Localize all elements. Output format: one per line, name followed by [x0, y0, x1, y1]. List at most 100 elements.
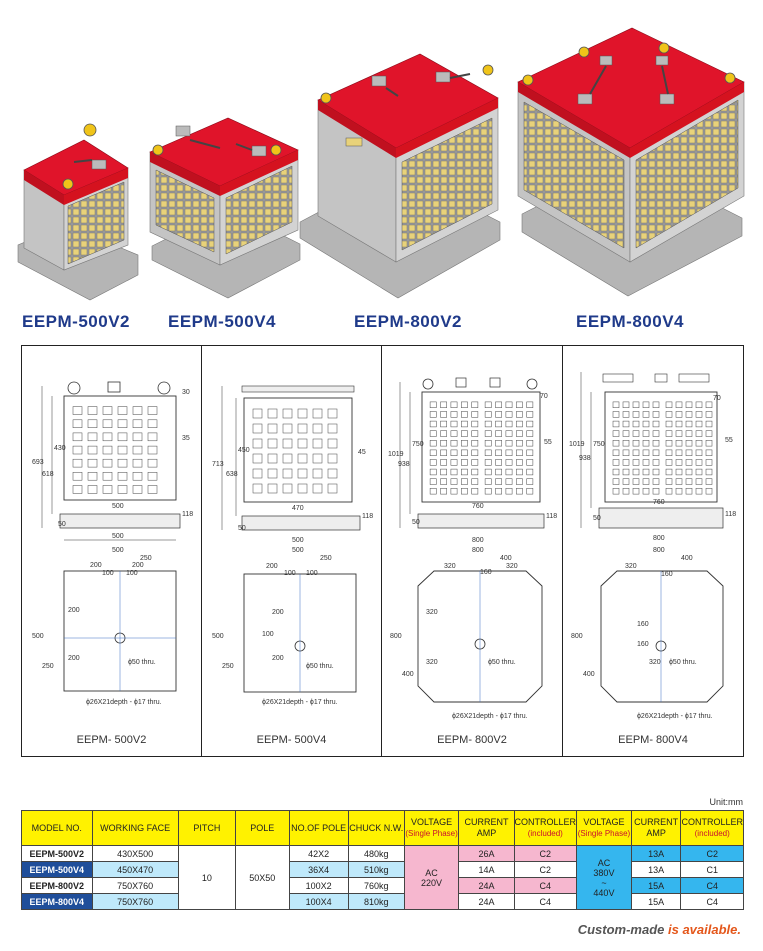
dim-text: 320 — [426, 609, 438, 616]
pole-square — [665, 459, 673, 466]
voltage-2-line: AC — [597, 857, 611, 868]
pole-square — [72, 419, 83, 428]
pole-square — [526, 420, 534, 428]
pole-square — [72, 458, 83, 468]
pole-square — [495, 478, 502, 485]
dim-text: 50 — [238, 525, 246, 532]
pole-square — [695, 478, 703, 485]
pole-square — [297, 483, 308, 494]
header-single-phase: (Single Phase) — [405, 829, 458, 838]
dim-text: 200 — [272, 609, 284, 616]
pole-square — [695, 449, 703, 456]
dim-text: 430 — [54, 445, 66, 452]
pole-square — [632, 488, 640, 495]
pole-square — [471, 440, 479, 447]
pole-square — [297, 423, 308, 434]
pole-square — [505, 468, 513, 476]
dim-text: 750 — [412, 441, 424, 448]
header-controller-2-label: CONTROLLER — [681, 817, 743, 827]
dim-text: 938 — [579, 455, 591, 462]
pole-square — [505, 420, 513, 428]
pole-square — [675, 420, 683, 428]
dim-text: 250 — [320, 555, 332, 562]
pole-square — [505, 488, 513, 495]
tap-note: ϕ26X21depth - ϕ17 thru. — [452, 713, 528, 720]
pole-square — [87, 406, 98, 415]
pole-square — [665, 449, 673, 456]
pole-square — [652, 468, 660, 476]
pole-square — [282, 438, 293, 449]
table-row: EEPM-800V2 750X760 100X2 760kg 24A C4 15… — [21, 877, 744, 894]
pole-square — [665, 478, 673, 485]
dim-text: 800 — [653, 547, 665, 554]
pole-square — [132, 406, 143, 415]
pole-square — [461, 411, 468, 418]
drawing-panel-4: 1019 938 750 70 55 760 118 50 800 800 40… — [563, 346, 743, 756]
pole-square — [484, 411, 492, 418]
pole-square — [102, 458, 113, 468]
technical-drawings: 30 693 618 430 35 500 118 50 500 500 250… — [21, 345, 744, 757]
pole-square — [705, 401, 713, 408]
pole-square — [622, 468, 630, 476]
ctrl-2-cell: C4 — [680, 877, 744, 894]
product-title-2: EEPM-500V4 — [168, 312, 276, 331]
pole-square — [450, 478, 458, 485]
dim-text: 100 — [126, 570, 138, 577]
pole-square — [72, 472, 83, 481]
pole-square — [695, 488, 703, 495]
dim-text: 100 — [284, 570, 296, 577]
tap-note: ϕ26X21depth - ϕ17 thru. — [86, 699, 162, 706]
hole-note: ϕ50 thru. — [488, 659, 516, 666]
pole-square — [516, 420, 523, 428]
table-row: EEPM-500V2 430X500 10 50X50 42X2 480kg A… — [21, 845, 744, 910]
pole-square — [117, 445, 128, 455]
ctrl-2-cell: C4 — [680, 893, 744, 910]
pole-square — [705, 449, 713, 456]
pole-square — [665, 430, 673, 437]
pole-square — [147, 485, 158, 494]
pole-square — [484, 478, 492, 485]
pole-square — [526, 459, 534, 466]
drawing-caption-4: EEPM- 800V4 — [618, 734, 688, 746]
header-working-face: WORKING FACE — [91, 810, 179, 846]
pole-square — [484, 459, 492, 466]
pole-square — [252, 423, 263, 434]
drawing-caption-1: EEPM- 500V2 — [76, 734, 147, 746]
header-pitch: PITCH — [177, 810, 236, 846]
pole-square — [267, 468, 278, 479]
pole-square — [695, 411, 703, 418]
product-eepm-800v4 — [517, 27, 745, 297]
dim-text: 800 — [571, 633, 583, 640]
amp-1-cell: 24A — [458, 893, 515, 910]
dim-text: 100 — [306, 570, 318, 577]
pole-square — [685, 488, 693, 495]
pole-square — [665, 401, 673, 408]
pole-square — [450, 459, 458, 466]
header-no-of-pole: NO.OF POLE — [288, 810, 349, 846]
dim-text: 750 — [593, 441, 605, 448]
amp-2-cell: 15A — [630, 877, 682, 894]
pole-square — [132, 485, 143, 494]
dim-text: 200 — [266, 563, 278, 570]
dim-text: 118 — [546, 513, 557, 520]
dim-text: 800 — [390, 633, 402, 640]
pole-square — [282, 453, 293, 464]
model-cell: EEPM-800V4 — [21, 893, 93, 910]
pole-square — [622, 420, 630, 428]
header-current: CURRENT AMP — [458, 810, 515, 846]
pole-square — [695, 440, 703, 447]
dim-text: 50 — [593, 515, 601, 522]
amp-2-cell: 13A — [630, 861, 682, 878]
product-images — [17, 27, 745, 301]
pole-square — [117, 432, 128, 442]
pole-square — [312, 408, 323, 419]
pole-square — [632, 411, 640, 418]
pole-square — [429, 449, 437, 456]
pole-square — [87, 445, 98, 455]
model-cell: EEPM-500V2 — [21, 845, 93, 862]
pole-square — [440, 411, 447, 418]
pole-square — [495, 430, 502, 437]
pole-square — [622, 411, 630, 418]
pole-square — [695, 420, 703, 428]
dim-text: 200 — [68, 607, 80, 614]
